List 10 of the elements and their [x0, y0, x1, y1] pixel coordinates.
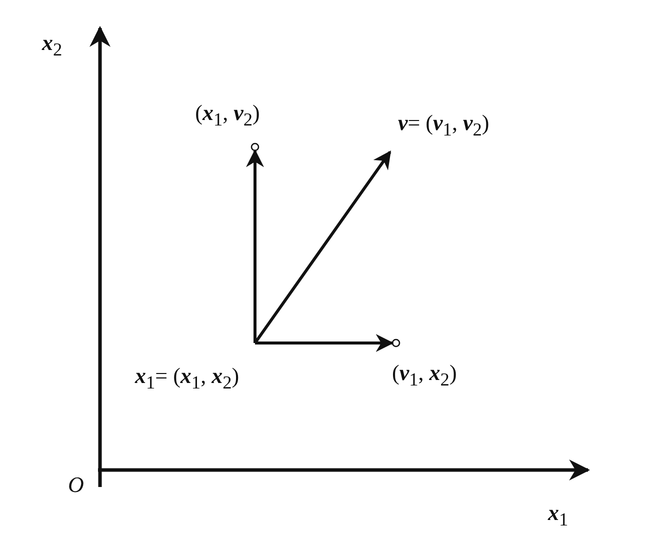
- axis-label: x$_{2}$: [42, 30, 62, 62]
- point-label: v= (v$_{1}$, v$_{2}$): [398, 110, 490, 142]
- origin-label: O: [68, 472, 84, 498]
- axis-label: x$_{1}$: [548, 500, 568, 532]
- vector-arrow: [254, 150, 392, 344]
- point-label: x$_{1}$= (x$_{1}$, x$_{2}$): [135, 362, 240, 394]
- point-label: (x$_{1}$, v$_{2}$): [195, 100, 260, 132]
- vector-arrow: [255, 334, 394, 352]
- vector-arrow: [246, 149, 264, 343]
- point-label: (v$_{1}$, x$_{2}$): [392, 360, 457, 391]
